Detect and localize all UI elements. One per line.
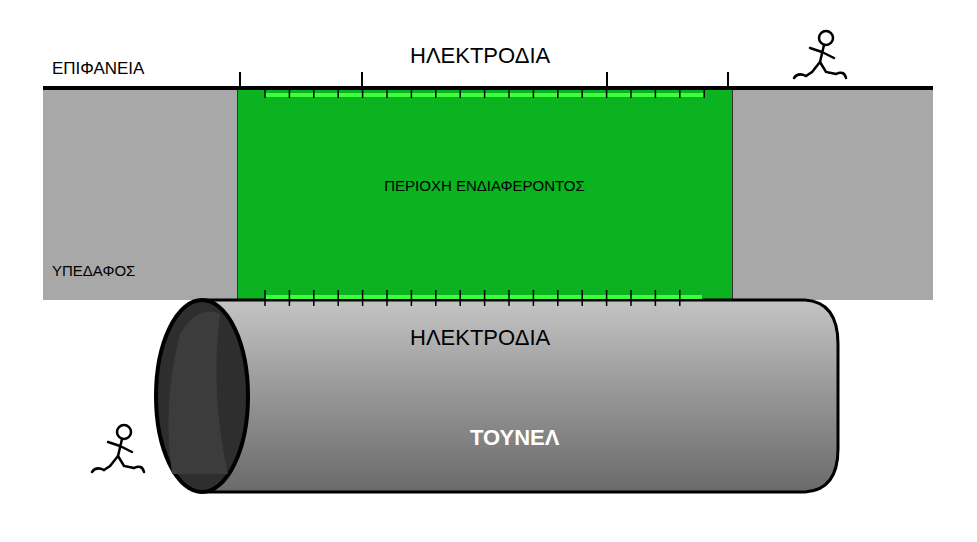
- tunnel: ΤΟΥΝΕΛ: [150, 284, 840, 496]
- stick-figure: [794, 31, 846, 78]
- surface-label: ΕΠΙΦΑΝΕΙΑ: [52, 59, 144, 79]
- subsoil-band: ΥΠΕΔΑΦΟΣ ΠΕΡΙΟΧΗ ΕΝΔΙΑΦΕΡΟΝΤΟΣ: [43, 90, 933, 300]
- electrode-array: [237, 70, 733, 110]
- node-label: ΤΟΥΝΕΛ: [470, 425, 559, 451]
- node-label: ΥΠΕΔΑΦΟΣ: [52, 262, 135, 279]
- stick-figure: [92, 425, 144, 472]
- electrodes-label: ΗΛΕΚΤΡΟΔΙΑ: [410, 43, 550, 69]
- electrodes-label: ΗΛΕΚΤΡΟΔΙΑ: [410, 325, 550, 351]
- region-of-interest: ΠΕΡΙΟΧΗ ΕΝΔΙΑΦΕΡΟΝΤΟΣ: [237, 90, 733, 300]
- node-label: ΠΕΡΙΟΧΗ ΕΝΔΙΑΦΕΡΟΝΤΟΣ: [384, 177, 585, 194]
- tunnel-shape: [150, 284, 840, 496]
